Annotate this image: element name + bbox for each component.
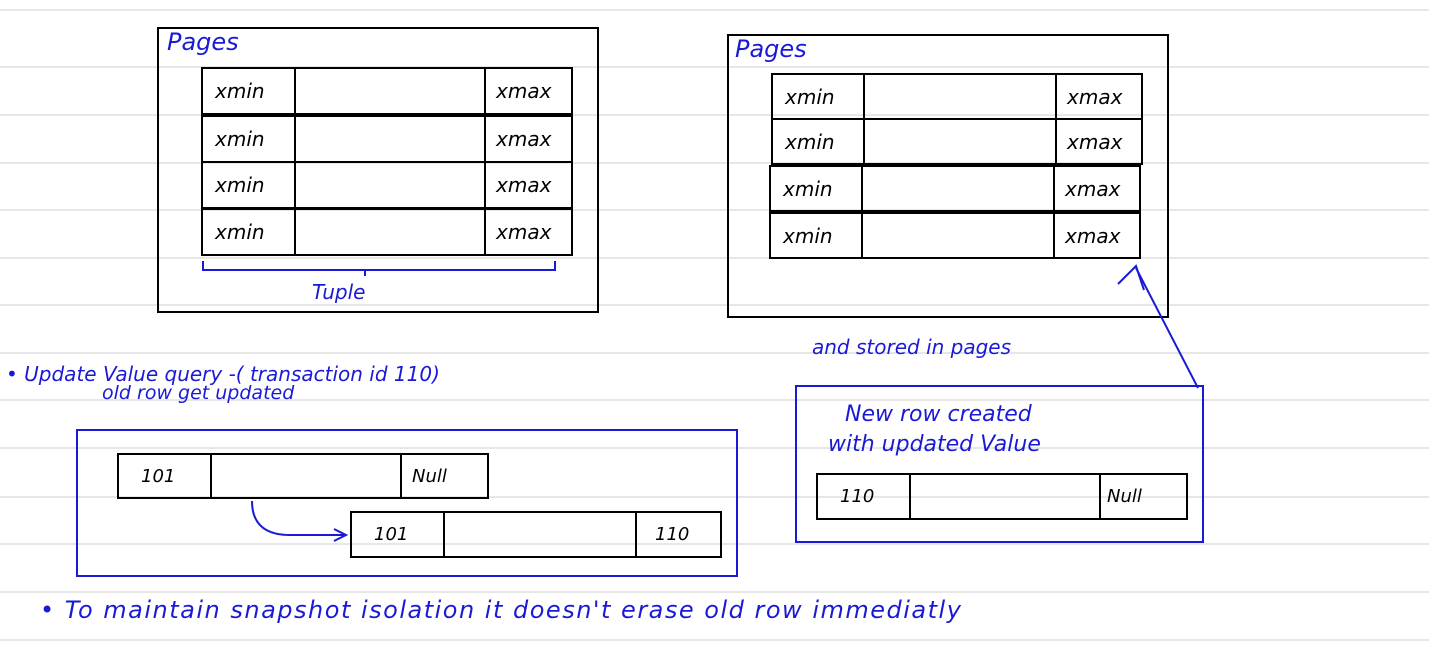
xmin-cell: xmin	[773, 120, 865, 163]
xmin-cell: 101	[119, 455, 212, 497]
left-page-row-4: xmin xmax	[201, 208, 573, 256]
value-cell	[865, 75, 1057, 118]
update-query-heading: • Update Value query -( transaction id 1…	[6, 362, 440, 386]
right-page-row-4: xmin xmax	[769, 212, 1141, 259]
left-page-row-3: xmin xmax	[201, 161, 573, 209]
xmin-cell: xmin	[203, 69, 296, 113]
xmin-cell: xmin	[203, 117, 296, 161]
xmax-cell: 110	[655, 524, 690, 545]
xmin-cell: xmin	[771, 167, 863, 210]
value-cell	[911, 475, 1101, 518]
xmin-cell: xmin	[771, 214, 863, 257]
value-cell	[863, 214, 1055, 257]
xmax-cell: xmax	[496, 127, 552, 151]
value-cell	[296, 69, 486, 113]
xmax-cell: Null	[412, 465, 447, 487]
xmax-cell: xmax	[496, 79, 552, 103]
value-cell	[212, 455, 402, 497]
old-row-after: 101 110	[350, 511, 722, 558]
xmax-cell: xmax	[496, 173, 552, 197]
xmax-cell: xmax	[496, 220, 552, 244]
tuple-bracket	[202, 261, 556, 276]
xmin-cell: xmin	[203, 163, 296, 207]
xmax-cell: xmax	[1067, 129, 1123, 154]
value-cell	[296, 210, 486, 254]
footer-note: • To maintain snapshot isolation it does…	[40, 596, 963, 624]
stored-in-pages-label: and stored in pages	[812, 335, 1012, 359]
xmin-cell: 110	[818, 475, 911, 518]
update-arrow	[251, 500, 349, 542]
right-page-box	[727, 34, 1169, 318]
right-page-row-1: xmin xmax	[771, 73, 1143, 120]
xmax-cell: xmax	[1065, 223, 1121, 248]
value-cell	[445, 513, 637, 556]
value-cell	[296, 163, 486, 207]
new-row-box	[795, 385, 1204, 543]
xmin-cell: xmin	[773, 75, 865, 118]
xmax-cell: xmax	[1065, 176, 1121, 201]
new-row-label-line1: New row created	[845, 402, 1032, 427]
xmin-cell: xmin	[203, 210, 296, 254]
arrow-to-pages	[1117, 264, 1199, 389]
value-cell	[296, 117, 486, 161]
new-row: 110 Null	[816, 473, 1188, 520]
xmin-cell: 101	[352, 513, 445, 556]
right-page-title: Pages	[735, 35, 807, 63]
left-page-row-1: xmin xmax	[201, 67, 573, 115]
left-page-row-2: xmin xmax	[201, 115, 573, 163]
right-page-row-2: xmin xmax	[771, 118, 1143, 165]
xmax-cell: xmax	[1067, 84, 1123, 109]
old-row-before: 101 Null	[117, 453, 489, 499]
value-cell	[863, 167, 1055, 210]
value-cell	[865, 120, 1057, 163]
old-row-box	[76, 429, 738, 577]
right-page-row-3: xmin xmax	[769, 165, 1141, 212]
old-row-label: old row get updated	[102, 382, 295, 404]
new-row-label-line2: with updated Value	[828, 432, 1041, 457]
left-page-box	[157, 27, 599, 313]
left-page-title: Pages	[167, 28, 239, 56]
xmax-cell: Null	[1107, 486, 1142, 507]
tuple-label: Tuple	[312, 280, 366, 304]
